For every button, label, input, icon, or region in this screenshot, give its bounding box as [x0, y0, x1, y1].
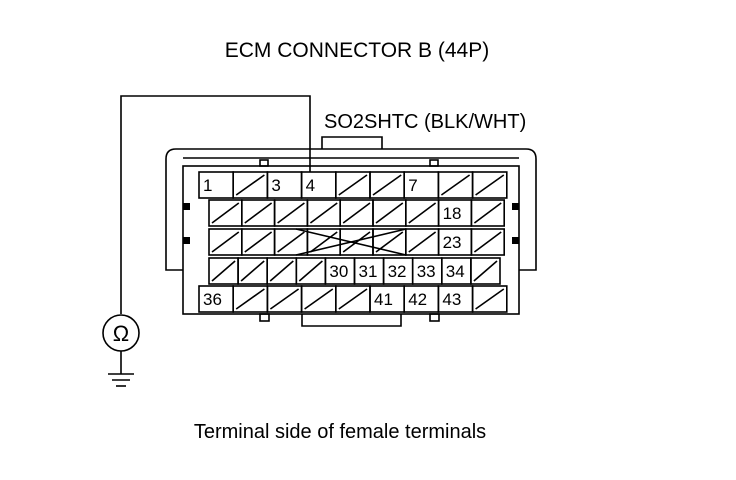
terminal-cell: [470, 228, 505, 256]
terminal-number: 42: [408, 290, 427, 309]
unused-terminal-slash: [211, 231, 240, 253]
terminal-cell: [470, 199, 505, 227]
unused-terminal-slash: [473, 202, 502, 224]
terminal-number: 36: [203, 290, 222, 309]
unused-terminal-slash: [372, 174, 402, 196]
terminal-number: 34: [446, 262, 465, 281]
unused-terminal-slash: [277, 231, 305, 253]
caption: Terminal side of female terminals: [194, 421, 486, 443]
terminal-number: 3: [271, 176, 280, 195]
terminal-number: 18: [443, 204, 462, 223]
unused-terminal-slash: [338, 174, 368, 196]
unused-terminal-slash: [338, 288, 368, 310]
unused-terminal-slash: [304, 288, 334, 310]
test-wire: [120, 95, 311, 314]
ohmmeter-icon: Ω: [102, 314, 140, 352]
unused-terminal-slash: [408, 231, 437, 253]
terminal-number: 30: [329, 262, 348, 281]
unused-terminal-slash: [473, 260, 498, 282]
unused-terminal-slash: [269, 260, 294, 282]
terminal-number: 4: [306, 176, 315, 195]
unused-terminal-slash: [375, 202, 404, 224]
terminal-number: 33: [417, 262, 436, 281]
wire-label: SO2SHTC (BLK/WHT): [324, 111, 526, 133]
blank-region-cross: [295, 228, 407, 256]
terminal-number: 31: [359, 262, 378, 281]
unused-terminal-slash: [211, 260, 236, 282]
unused-terminal-slash: [235, 288, 265, 310]
diagram-title: ECM CONNECTOR B (44P): [225, 39, 489, 62]
unused-terminal-slash: [240, 260, 265, 282]
unused-terminal-slash: [244, 231, 273, 253]
unused-terminal-slash: [309, 231, 338, 253]
terminal-cell: [470, 257, 501, 285]
unused-terminal-slash: [475, 174, 505, 196]
ohm-symbol: Ω: [113, 321, 129, 346]
terminal-cell: [471, 285, 508, 313]
unused-terminal-slash: [408, 202, 437, 224]
terminal-number: 23: [443, 233, 462, 252]
unused-terminal-slash: [440, 174, 471, 196]
unused-terminal-slash: [269, 288, 300, 310]
terminal-number: 41: [374, 290, 393, 309]
unused-terminal-slash: [309, 202, 338, 224]
unused-terminal-slash: [211, 202, 240, 224]
terminal-number: 32: [388, 262, 407, 281]
unused-terminal-slash: [298, 260, 323, 282]
terminal-number: 7: [408, 176, 417, 195]
ground-icon: [108, 351, 134, 387]
unused-terminal-slash: [277, 202, 305, 224]
terminal-number: 43: [442, 290, 461, 309]
connector-housing: [165, 136, 537, 327]
unused-terminal-slash: [473, 231, 502, 253]
terminal-number: 1: [203, 176, 212, 195]
terminal-cell: [471, 171, 508, 199]
unused-terminal-slash: [235, 174, 265, 196]
unused-terminal-slash: [342, 231, 371, 253]
unused-terminal-slash: [244, 202, 273, 224]
unused-terminal-slash: [475, 288, 505, 310]
unused-terminal-slash: [342, 202, 371, 224]
